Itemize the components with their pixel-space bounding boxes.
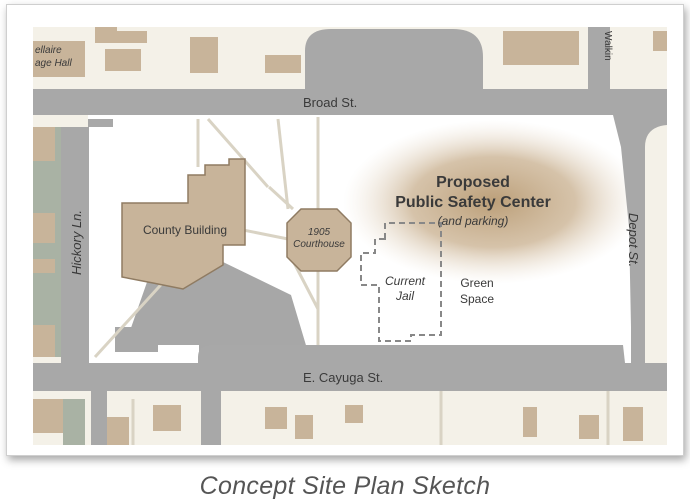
green-space-label-2: Space — [460, 292, 494, 306]
depot-street-label: Depot St. — [626, 213, 641, 267]
roads — [33, 89, 667, 445]
hickory-lane-label: Hickory Ln. — [69, 210, 84, 275]
bellaire-label-2: age Hall — [35, 58, 72, 69]
map-caption: Concept Site Plan Sketch — [199, 472, 491, 500]
site-plan-map: Broad St. E. Cayuga St. Hickory Ln. Depo… — [33, 27, 667, 445]
current-jail-label-2: Jail — [395, 289, 414, 303]
bellaire-label-1: ellaire — [35, 45, 62, 56]
north-parking-loop — [305, 29, 483, 89]
cayuga-street-label: E. Cayuga St. — [303, 370, 383, 385]
south-green-strip — [63, 399, 85, 445]
map-frame: Broad St. E. Cayuga St. Hickory Ln. Depo… — [6, 4, 684, 456]
proposed-note: (and parking) — [438, 214, 509, 228]
courthouse-1905 — [286, 208, 352, 272]
county-building-label: County Building — [143, 223, 227, 237]
broad-street — [33, 89, 667, 115]
cayuga-street — [33, 363, 667, 391]
current-jail-outline — [360, 222, 442, 342]
walkin-street — [588, 27, 610, 89]
courthouse-name-label: Courthouse — [293, 239, 345, 250]
courthouse-year-label: 1905 — [308, 227, 331, 238]
south-paths — [131, 391, 610, 445]
hickory-lane — [61, 127, 89, 363]
proposed-site-highlight — [343, 120, 643, 284]
north-buildings — [33, 27, 667, 77]
depot-street — [613, 115, 667, 391]
proposed-title: Proposed — [436, 174, 510, 191]
south-buildings — [33, 399, 643, 445]
bellaire-hall-building — [33, 41, 85, 77]
proposed-subtitle: Public Safety Center — [395, 194, 551, 211]
green-space-label-1: Green — [460, 276, 493, 290]
county-building — [121, 158, 246, 290]
walkin-street-label: Walkin — [602, 31, 613, 61]
current-jail-label-1: Current — [385, 274, 426, 288]
broad-street-label: Broad St. — [303, 95, 357, 110]
